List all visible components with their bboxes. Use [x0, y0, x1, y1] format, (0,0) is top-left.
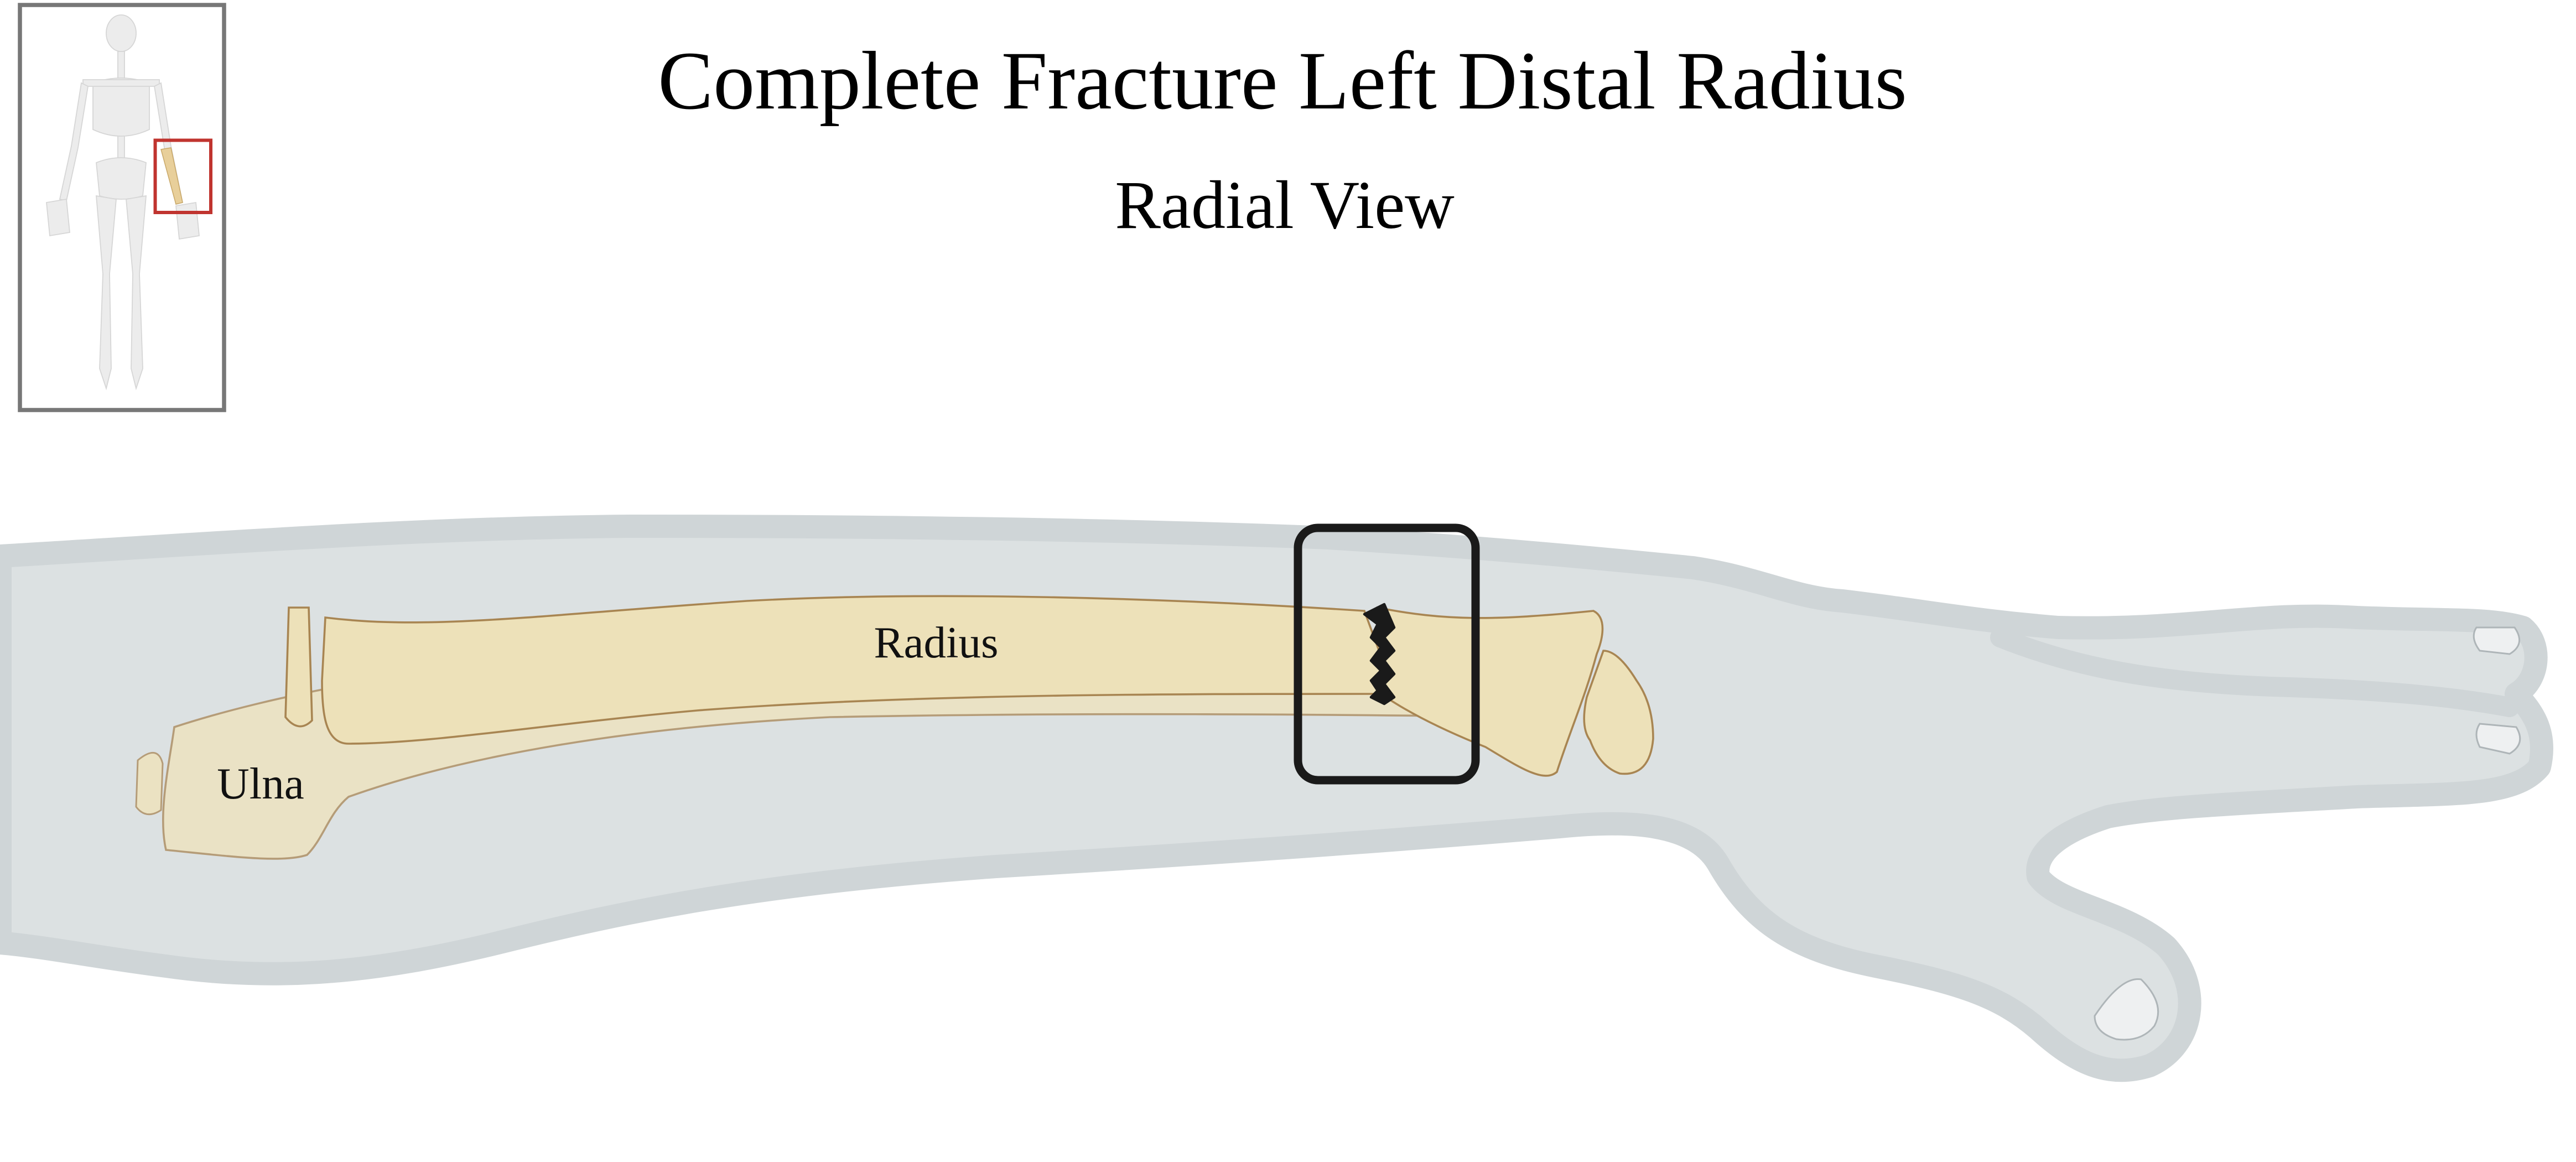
locator-box [153, 138, 212, 214]
fracture-highlight-box [1294, 523, 1480, 785]
fracture-line-icon [1363, 603, 1396, 706]
thumbnail-nail-icon [2094, 978, 2159, 1041]
forearm-bones [135, 523, 1654, 860]
skeleton-locator-thumbnail [18, 3, 226, 412]
highlighted-forearm-icon [160, 147, 183, 205]
fingernail-icon [2475, 723, 2521, 755]
radius-shaft [321, 595, 1389, 745]
page-title: Complete Fracture Left Distal Radius [658, 35, 1907, 127]
view-subtitle: Radial View [1115, 167, 1455, 243]
fingernail-icon [2473, 626, 2521, 655]
carpal-bone [1583, 650, 1654, 775]
finger-separation [1990, 627, 2520, 717]
ulna-label: Ulna [217, 759, 304, 808]
radial-head [284, 606, 313, 728]
radius-distal-fragment [1376, 606, 1604, 777]
radius-label: Radius [874, 618, 998, 667]
ulna-fragment [135, 751, 164, 816]
